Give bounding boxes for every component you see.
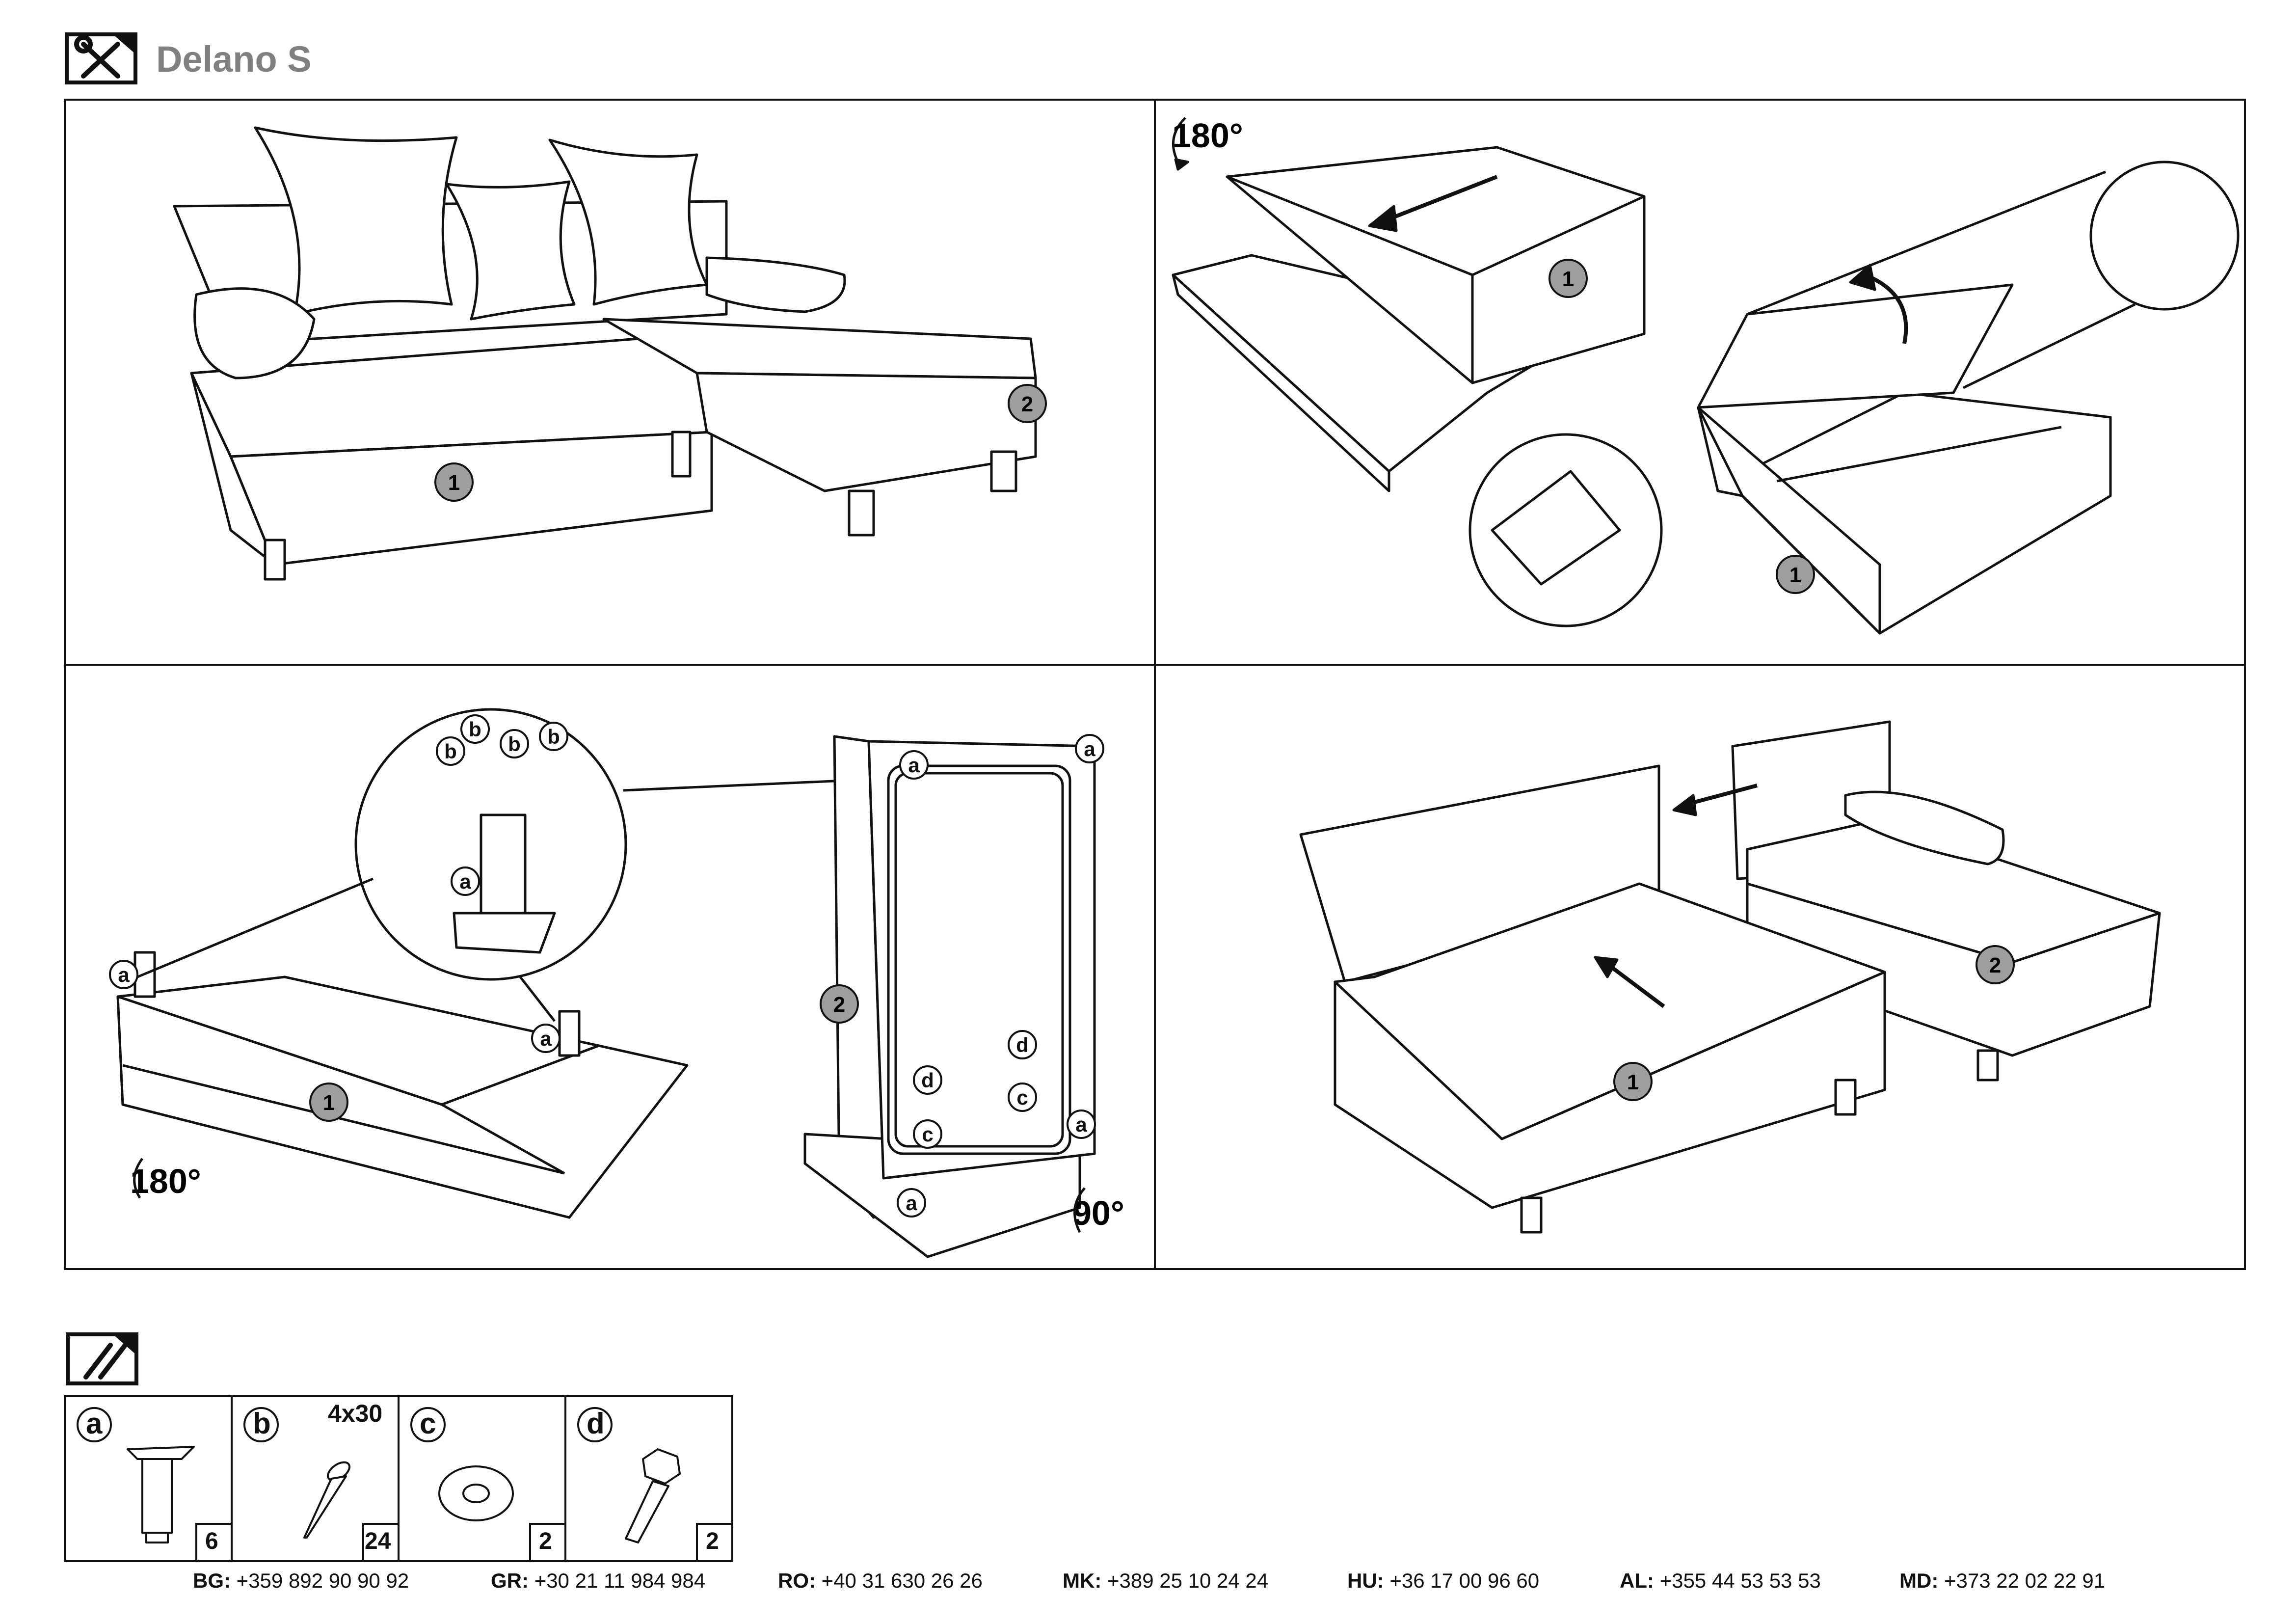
hw-a-6: a: [1075, 1113, 1087, 1136]
part-a-qty: 6: [205, 1528, 218, 1554]
hw-a-3: a: [459, 870, 471, 893]
step4-panel: [1299, 720, 2161, 1234]
callout-part2: 2: [1021, 392, 1033, 416]
part-letter-c: c: [420, 1407, 436, 1440]
step3-panel: [116, 708, 1096, 1258]
hw-a-5: a: [1084, 737, 1095, 760]
part-letter-a: a: [86, 1407, 103, 1440]
hw-a-4: a: [908, 754, 920, 777]
rotation-90-step3: 90°: [1072, 1194, 1124, 1232]
parts-table: [64, 1395, 733, 1562]
contact-bg: BG: +359 892 90 90 92: [193, 1569, 409, 1592]
contact-ro: RO: +40 31 630 26 26: [778, 1569, 983, 1592]
hw-c-1: c: [922, 1123, 933, 1146]
callout-part1-step3: 1: [323, 1091, 335, 1115]
part-d-qty: 2: [706, 1528, 719, 1554]
document-title: Delano S: [156, 39, 312, 80]
step2-panel: [1172, 117, 2240, 635]
contact-list: BG: +359 892 90 90 92 GR: +30 21 11 984 …: [0, 1569, 2296, 1603]
callout-part1-step4: 1: [1627, 1070, 1639, 1094]
callout-part2-step4: 2: [1989, 953, 2001, 977]
hw-b-1: b: [444, 740, 457, 763]
part-b-size: 4x30: [328, 1400, 383, 1427]
part-letter-b: b: [253, 1407, 271, 1440]
hw-a-2: a: [540, 1027, 552, 1050]
hw-d-2: d: [1016, 1033, 1029, 1056]
screws-icon: [66, 1332, 138, 1385]
hw-b-4: b: [547, 725, 560, 748]
callout-part2-step3: 2: [833, 993, 845, 1017]
leg-part-icon: [127, 1446, 195, 1460]
step2-callouts: 1 1 180°: [1172, 116, 1815, 594]
callout-part1: 1: [448, 471, 460, 495]
contact-mk: MK: +389 25 10 24 24: [1063, 1569, 1269, 1592]
part-c-qty: 2: [539, 1528, 552, 1554]
contact-al: AL: +355 44 53 53 53: [1620, 1569, 1821, 1592]
part-letter-d: d: [587, 1407, 605, 1440]
step4-callouts: 1 2: [1613, 945, 2015, 1101]
washer-part-icon: [438, 1465, 514, 1521]
rotation-180-step3: 180°: [130, 1162, 201, 1200]
hw-b-2: b: [469, 718, 481, 741]
step3-callouts: 1 2 a a a b b b b a a a a d c d c 180° 9…: [109, 714, 1124, 1233]
callout-part1-step2b: 1: [1789, 563, 1801, 587]
step1-panel: [173, 126, 1037, 581]
hw-a-7: a: [906, 1191, 917, 1215]
hw-d-1: d: [921, 1069, 934, 1092]
rotation-180-step2: 180°: [1172, 116, 1243, 155]
contact-hu: HU: +36 17 00 96 60: [1347, 1569, 1540, 1592]
contact-md: MD: +373 22 02 22 91: [1899, 1569, 2106, 1592]
tools-icon: [65, 32, 137, 84]
screw-part-icon: [303, 1461, 350, 1539]
hw-c-2: c: [1016, 1086, 1028, 1109]
callout-part1-step2: 1: [1562, 267, 1574, 291]
part-b-qty: 24: [365, 1528, 391, 1554]
bolt-part-icon: [625, 1448, 681, 1543]
contact-gr: GR: +30 21 11 984 984: [491, 1569, 706, 1592]
hw-a-1: a: [118, 963, 130, 986]
step1-callouts: 1 2: [434, 384, 1047, 502]
assembly-steps: 1 2 1 1 180°: [64, 99, 2246, 1270]
hw-b-3: b: [508, 732, 521, 756]
